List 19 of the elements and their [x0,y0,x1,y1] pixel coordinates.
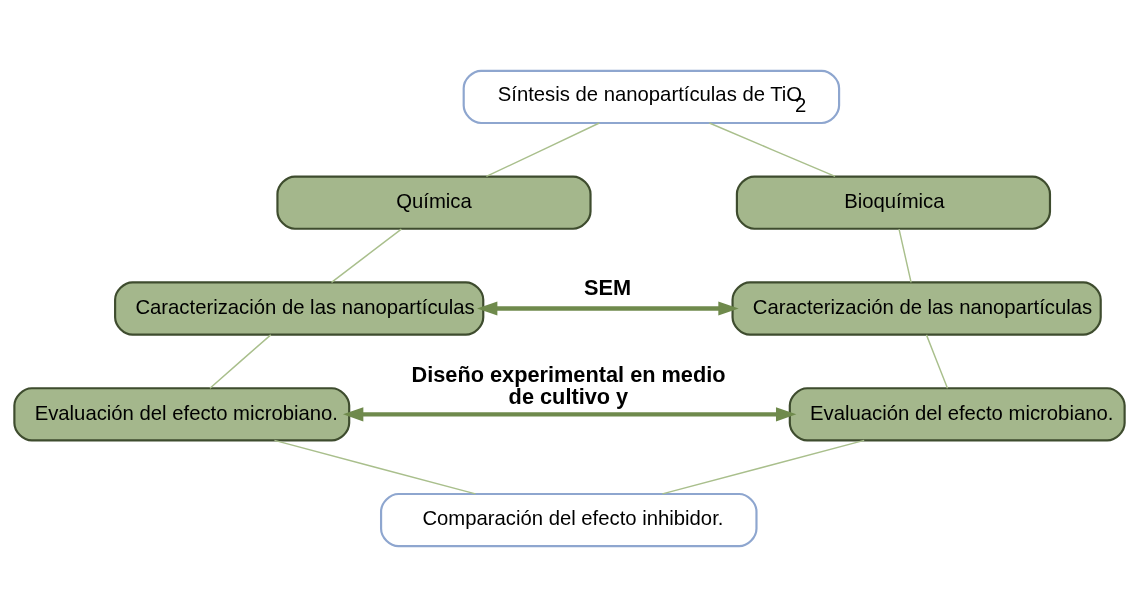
edge-label: SEM [583,274,632,300]
connector [925,333,949,389]
node-box: Evaluación del efecto microbiano. [13,386,351,441]
node-box: Evaluación del efecto microbiano. [788,386,1126,441]
node-box: Bioquímica [735,175,1052,230]
connector [485,121,601,177]
connector [273,439,477,495]
node-box: Química [276,175,592,230]
node-box: Caracterización de las nanopartículas [114,280,485,336]
arrow [477,300,739,316]
connector [661,439,865,495]
edge-label: Diseño experimental en medio de cultivo y [411,361,726,409]
connector [708,121,836,177]
arrow [343,406,797,421]
node-box: Caracterización de las nanopartículas [731,280,1102,336]
connector [209,333,272,389]
connector [898,227,912,283]
node-box: Comparación del efecto inhibidor. [380,492,758,547]
connector [330,227,403,283]
